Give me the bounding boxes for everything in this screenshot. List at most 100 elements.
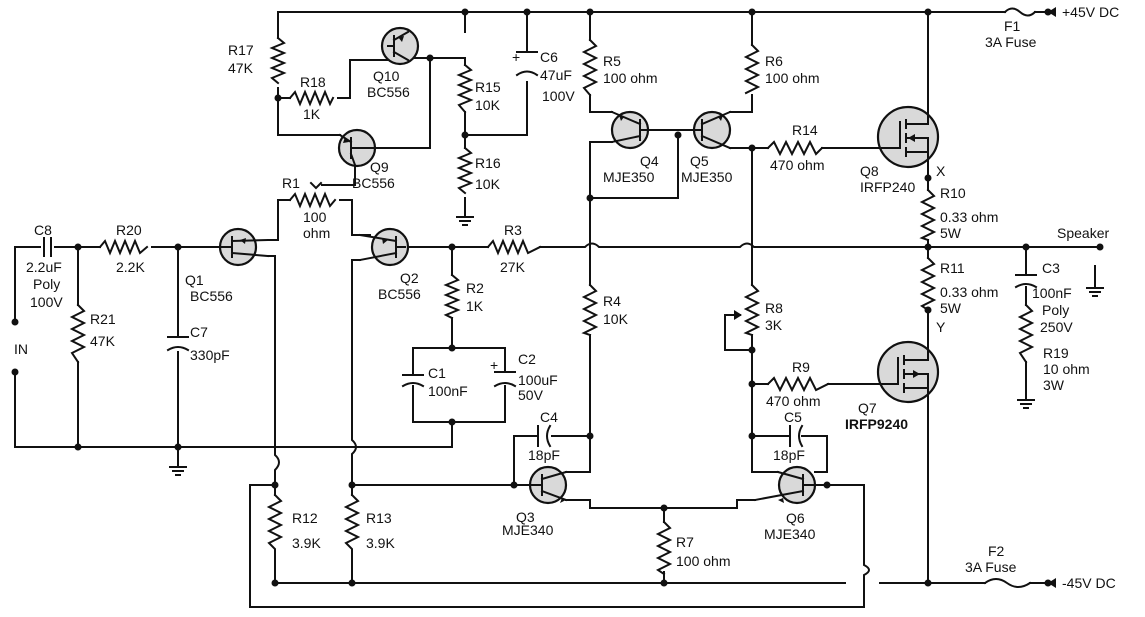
r16-value: 10K xyxy=(475,176,501,192)
r6-ref: R6 xyxy=(765,53,783,69)
resistor-r12 xyxy=(266,493,284,563)
pos-rail-label: +45V DC xyxy=(1062,4,1119,20)
r19-value: 10 ohm xyxy=(1043,361,1090,377)
q2-ref: Q2 xyxy=(400,270,419,286)
r15-value: 10K xyxy=(475,97,501,113)
c6-value: 47uF xyxy=(540,67,572,83)
resistor-bodies xyxy=(69,36,1035,576)
q9-ref: Q9 xyxy=(370,159,389,175)
r8-ref: R8 xyxy=(765,300,783,316)
r14-value: 470 ohm xyxy=(770,157,824,173)
r3-ref: R3 xyxy=(504,222,522,238)
node-x-label: X xyxy=(936,163,946,179)
r12-ref: R12 xyxy=(292,510,318,526)
r7-value: 100 ohm xyxy=(676,553,730,569)
input-label: IN xyxy=(14,341,28,357)
r9-ref: R9 xyxy=(792,359,810,375)
resistor-r18 xyxy=(288,89,335,107)
q1-part: BC556 xyxy=(190,288,233,304)
q9-part: BC556 xyxy=(352,175,395,191)
resistor-r5 xyxy=(581,38,599,97)
c5-value: 18pF xyxy=(773,447,805,463)
bjt-q2 xyxy=(358,227,410,267)
r15-ref: R15 xyxy=(475,79,501,95)
r11-value: 0.33 ohm xyxy=(940,284,998,300)
labels: F1 3A Fuse +45V DC F2 3A Fuse -45V DC IN… xyxy=(14,4,1119,591)
q3-part: MJE340 xyxy=(502,522,554,538)
resistor-r20 xyxy=(98,238,149,256)
capacitor-bodies xyxy=(43,51,1038,448)
resistor-r7 xyxy=(655,520,673,576)
c2-plus-sign: + xyxy=(490,357,498,373)
q8-part: IRFP240 xyxy=(860,179,915,195)
c4-ref: C4 xyxy=(540,409,558,425)
r14-ref: R14 xyxy=(792,122,818,138)
bjt-q4 xyxy=(610,110,679,150)
bjt-q10 xyxy=(380,26,420,66)
mosfet-q7 xyxy=(876,340,940,419)
resistor-r8 xyxy=(743,283,761,337)
pos-rail-arrow xyxy=(1048,7,1056,17)
r10-ref: R10 xyxy=(940,185,966,201)
r18-value: 1K xyxy=(303,106,321,122)
resistor-r13 xyxy=(343,493,361,563)
resistor-r11 xyxy=(919,256,937,312)
r19-ref: R19 xyxy=(1043,345,1069,361)
q5-part: MJE350 xyxy=(681,169,733,185)
c2-value: 100uF xyxy=(518,372,558,388)
fuse-f1 xyxy=(1003,7,1037,17)
r21-value: 47K xyxy=(90,333,116,349)
resistor-r2 xyxy=(443,273,461,320)
r4-ref: R4 xyxy=(603,293,621,309)
resistor-r21 xyxy=(69,303,87,364)
q6-part: MJE340 xyxy=(764,526,816,542)
resistor-r6 xyxy=(743,43,761,95)
c7-ref: C7 xyxy=(190,324,208,340)
r17-ref: R17 xyxy=(228,42,254,58)
r13-ref: R13 xyxy=(366,510,392,526)
c3-rating: 250V xyxy=(1040,319,1073,335)
q6-ref: Q6 xyxy=(786,510,805,526)
resistor-r19 xyxy=(1017,303,1035,364)
c8-rating: 100V xyxy=(30,294,63,310)
q4-ref: Q4 xyxy=(640,153,659,169)
r2-value: 1K xyxy=(466,298,484,314)
c5-ref: C5 xyxy=(784,409,802,425)
q5-ref: Q5 xyxy=(690,153,709,169)
resistor-r16 xyxy=(456,146,474,195)
resistor-r3 xyxy=(486,238,542,256)
r7-ref: R7 xyxy=(676,534,694,550)
bjt-q3 xyxy=(528,465,568,505)
c3-ref: C3 xyxy=(1042,260,1060,276)
node-y-label: Y xyxy=(936,319,946,335)
q10-part: BC556 xyxy=(367,84,410,100)
junctions xyxy=(11,8,1104,587)
q4-part: MJE350 xyxy=(603,169,655,185)
c1-value: 100nF xyxy=(428,383,468,399)
r12-value: 3.9K xyxy=(292,535,321,551)
c8-value: 2.2uF xyxy=(26,259,62,275)
c3-type: Poly xyxy=(1042,302,1069,318)
r1-wiper-arrow xyxy=(309,181,323,190)
r19-rating: 3W xyxy=(1043,377,1065,393)
r21-ref: R21 xyxy=(90,311,116,327)
neg-rail-label: -45V DC xyxy=(1062,575,1116,591)
q7-part: IRFP9240 xyxy=(845,416,908,432)
c7-value: 330pF xyxy=(190,347,230,363)
r5-ref: R5 xyxy=(603,53,621,69)
resistor-r17 xyxy=(269,36,287,85)
r1-ref: R1 xyxy=(282,175,300,191)
bjt-q1 xyxy=(218,227,270,267)
r1-value-unit: ohm xyxy=(303,225,330,241)
r17-value: 47K xyxy=(228,60,254,76)
c4-value: 18pF xyxy=(528,447,560,463)
r10-rating: 5W xyxy=(940,225,962,241)
resistor-r1 xyxy=(288,191,337,209)
c6-rating: 100V xyxy=(542,88,575,104)
q2-part: BC556 xyxy=(378,286,421,302)
r20-value: 2.2K xyxy=(116,259,145,275)
r20-ref: R20 xyxy=(116,222,142,238)
c2-rating: 50V xyxy=(518,387,544,403)
r18-ref: R18 xyxy=(300,74,326,90)
resistor-r15 xyxy=(456,63,474,114)
